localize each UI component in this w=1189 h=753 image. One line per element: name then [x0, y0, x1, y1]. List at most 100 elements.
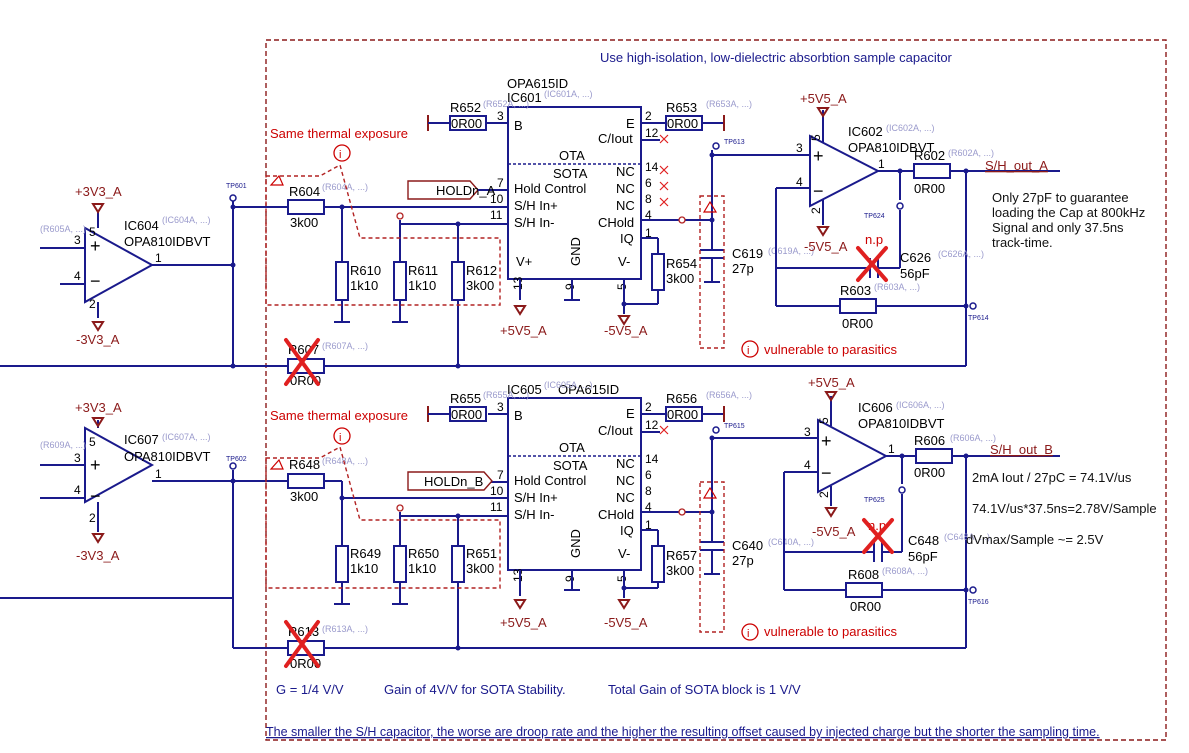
ic605-p13: 13 [511, 568, 525, 582]
svg-text:+: + [821, 431, 832, 451]
r610-val: 1k10 [350, 278, 378, 293]
r650-ref: R650 [408, 546, 439, 561]
r608-faint: (R608A, ...) [882, 566, 928, 576]
ic605-shp: S/H In+ [514, 490, 558, 505]
r655[interactable] [449, 406, 487, 422]
ic605-p11: 11 [490, 500, 503, 514]
parasitic-region-b [699, 481, 725, 633]
r653-val: 0R00 [667, 116, 698, 131]
r649[interactable] [335, 545, 349, 583]
ic607-val: OPA810IDBVT [124, 449, 211, 464]
ic602-pin1: 1 [878, 157, 885, 171]
ic606-ref: IC606 [858, 400, 893, 415]
r649-val: 1k10 [350, 561, 378, 576]
r657[interactable] [651, 545, 665, 583]
ic601-p8: 8 [645, 192, 652, 206]
m3v3-a-arrow [91, 321, 105, 332]
r608[interactable] [845, 582, 883, 598]
ic604-pin3: 3 [74, 233, 81, 247]
tp616-label: TP616 [968, 599, 989, 606]
ic607-pin1: 1 [155, 467, 162, 481]
m3v3-b-label: -3V3_A [76, 548, 120, 563]
r654[interactable] [651, 253, 665, 291]
slew-note-3: dVmax/Sample ~= 2.5V [966, 532, 1104, 547]
ic607-faint: (IC607A, ...) [162, 432, 211, 442]
ic605-p2: 2 [645, 400, 652, 414]
tp625-label: TP625 [864, 497, 885, 504]
r612-val: 3k00 [466, 278, 494, 293]
ic607-ref: IC607 [124, 432, 159, 447]
r602-val: 0R00 [914, 181, 945, 196]
ic601-shm: S/H In- [514, 215, 554, 230]
r604[interactable] [287, 199, 325, 215]
hold-b-port[interactable] [407, 471, 493, 491]
ic605-nc3: NC [616, 490, 635, 505]
ic601-hold: Hold Control [514, 181, 586, 196]
slew-note-1: 2mA Iout / 27pC = 74.1V/us [972, 470, 1132, 485]
r610[interactable] [335, 261, 349, 301]
channel-b: + − +3V3_A -3V3_A IC607 (IC607A, ...) OP… [0, 375, 1157, 671]
ic605-nc1: NC [616, 456, 635, 471]
ic604-plus: + [90, 236, 101, 256]
r648[interactable] [287, 473, 325, 489]
r653-faint: (R653A, ...) [706, 99, 752, 109]
info-icon-4: i [747, 628, 749, 640]
ic601-p6: 6 [645, 176, 652, 190]
parasitic-region-a [699, 195, 725, 349]
r648-val: 3k00 [290, 489, 318, 504]
hold-a-port[interactable] [407, 180, 479, 200]
r610-ref: R610 [350, 263, 381, 278]
r606[interactable] [915, 448, 953, 464]
ic601-p14: 14 [645, 160, 659, 174]
ic602-pin5: 5 [809, 134, 823, 141]
ic604-pin2: 2 [89, 297, 96, 311]
cap-note-2: loading the Cap at 800kHz [992, 205, 1145, 220]
ic601-p10: 10 [490, 192, 504, 206]
parasitic-b-label: vulnerable to parasitics [764, 624, 897, 639]
ic601-iq: IQ [620, 231, 634, 246]
parasitic-a-label: vulnerable to parasitics [764, 342, 897, 357]
ic605-ota[interactable] [507, 397, 642, 571]
cap-note-4: track-time. [992, 235, 1053, 250]
slew-note-2: 74.1V/us*37.5ns=2.78V/Sample [972, 501, 1157, 516]
ic601-ota[interactable] [507, 106, 642, 280]
r602[interactable] [913, 163, 951, 179]
r609-faint: (R609A, ...) [40, 440, 86, 450]
c640-val: 27p [732, 553, 754, 568]
ic604-opamp[interactable] [84, 226, 155, 304]
ic601-p13: 13 [511, 276, 525, 290]
r603-faint: (R603A, ...) [874, 282, 920, 292]
r650[interactable] [393, 545, 407, 583]
r654-ref: R654 [666, 256, 697, 271]
r651-val: 3k00 [466, 561, 494, 576]
r652-val: 0R00 [451, 116, 482, 131]
ic605-hold: Hold Control [514, 473, 586, 488]
r655-val: 0R00 [451, 407, 482, 422]
r652-faint: (R652A, ...) [483, 99, 529, 109]
ic604-val: OPA810IDBVT [124, 234, 211, 249]
ic605-vm: V- [618, 546, 630, 561]
r651[interactable] [451, 545, 465, 583]
r611[interactable] [393, 261, 407, 301]
tp615-label: TP615 [724, 423, 745, 430]
r612[interactable] [451, 261, 465, 301]
ic605-p6: 6 [645, 468, 652, 482]
ic602-opamp[interactable] [809, 134, 881, 208]
ic605-gnd: GND [568, 529, 583, 558]
ic602-pin2: 2 [809, 207, 823, 214]
c640-ref: C640 [732, 538, 763, 553]
ic606-opamp[interactable] [817, 418, 889, 494]
sheet-border [265, 39, 1167, 741]
m5v5-ota-a: -5V5_A [604, 323, 648, 338]
c626-np: n.p [865, 232, 883, 247]
r603[interactable] [839, 298, 877, 314]
info-icon [333, 144, 351, 162]
r611-ref: R611 [408, 263, 438, 278]
ic604-pin4: 4 [74, 269, 81, 283]
r603-ref: R603 [840, 283, 871, 298]
ic605-p9: 9 [563, 575, 577, 582]
r657-ref: R657 [666, 548, 697, 563]
warning-icon [269, 174, 284, 186]
ic605-nc2: NC [616, 473, 635, 488]
r654-val: 3k00 [666, 271, 694, 286]
